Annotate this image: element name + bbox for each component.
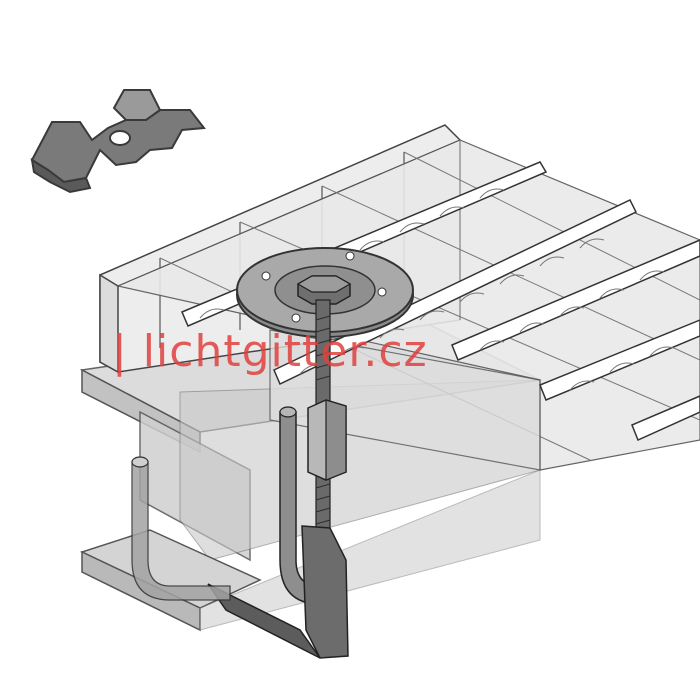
hex-bolt-icon xyxy=(296,275,352,305)
twisted-cross-bars xyxy=(181,161,700,442)
watermark-text: | lichtgitter.cz xyxy=(112,326,428,377)
watermark: | lichtgitter.cz xyxy=(112,326,428,377)
saddle-clip-icon xyxy=(30,89,206,194)
coupling-nut xyxy=(307,399,347,481)
j-hook-icon xyxy=(131,406,349,659)
